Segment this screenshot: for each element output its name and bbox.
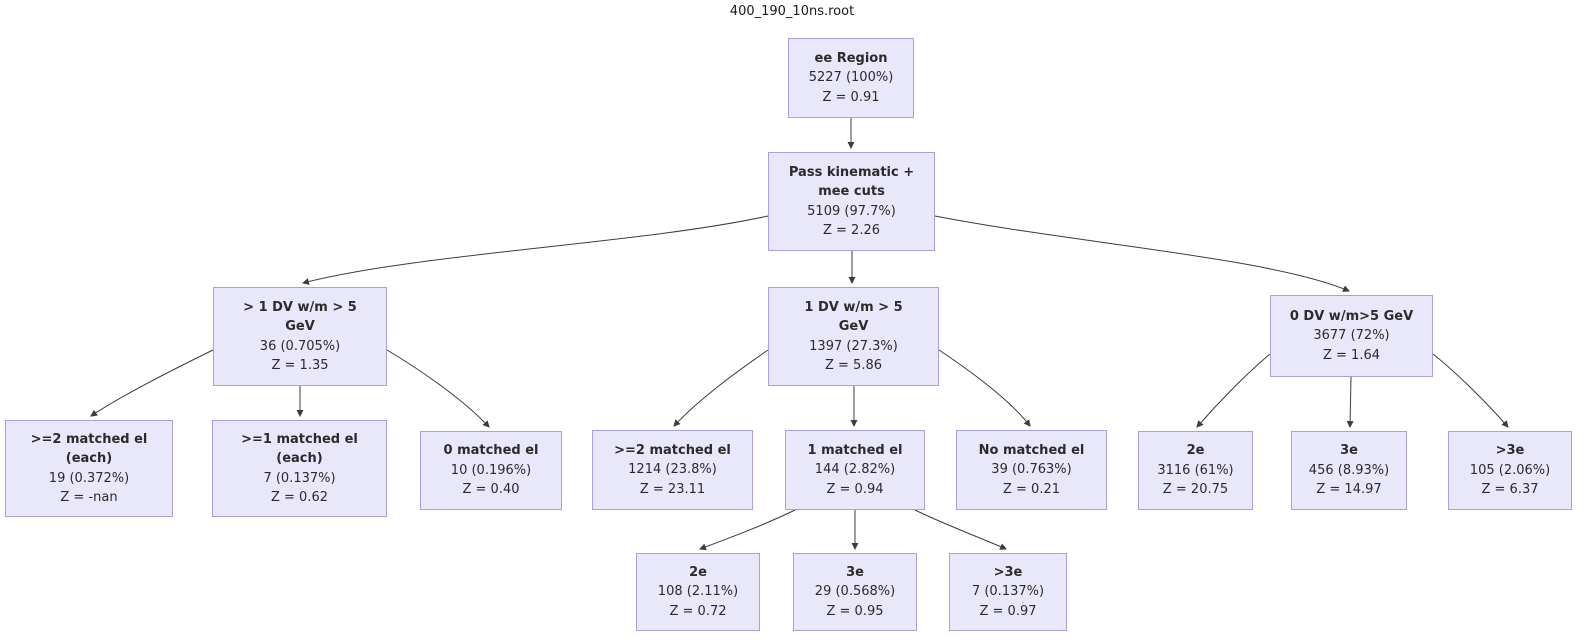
node-0dv-3e: 3e 456 (8.93%) Z = 14.97 xyxy=(1291,431,1407,510)
node-title: 2e xyxy=(1186,443,1205,459)
node-ge2-matched-el-each: >=2 matched el (each) 19 (0.372%) Z = -n… xyxy=(5,420,173,517)
edge-dveq0-rgt3e xyxy=(1432,353,1509,428)
node-count: 29 (0.568%) xyxy=(814,584,896,600)
node-title: 1 matched el xyxy=(807,442,903,458)
node-z-value: Z = 23.11 xyxy=(639,481,706,497)
node-count: 7 (0.137%) xyxy=(263,470,336,486)
edge-match1-b2e xyxy=(699,509,796,551)
node-title: No matched el xyxy=(978,442,1085,458)
node-0-dv: 0 DV w/m>5 GeV 3677 (72%) Z = 1.64 xyxy=(1270,295,1433,377)
node-count: 3677 (72%) xyxy=(1313,328,1390,344)
node-count: 456 (8.93%) xyxy=(1308,462,1390,478)
node-1match-2e: 2e 108 (2.11%) Z = 0.72 xyxy=(636,553,760,631)
edge-dveq0-r2e xyxy=(1196,353,1271,428)
node-0-matched-el: 0 matched el 10 (0.196%) Z = 0.40 xyxy=(420,431,562,510)
node-z-value: Z = 0.62 xyxy=(270,490,328,505)
node-count: 3116 (61%) xyxy=(1157,462,1234,478)
node-z-value: Z = 6.37 xyxy=(1481,482,1539,498)
node-gt1-dv: > 1 DV w/m > 5 GeV 36 (0.705%) Z = 1.35 xyxy=(213,287,387,386)
edge-dvgt1-match0 xyxy=(386,349,490,428)
node-title: > 1 DV w/m > 5 GeV xyxy=(243,299,357,335)
edge-dveq0-r3e xyxy=(1346,376,1354,429)
node-z-value: Z = 0.97 xyxy=(979,603,1037,619)
node-count: 36 (0.705%) xyxy=(259,338,341,354)
node-count: 144 (2.82%) xyxy=(814,462,896,478)
node-count: 1397 (27.3%) xyxy=(809,338,898,354)
node-title: >=2 matched el (each) xyxy=(30,431,148,467)
edge-dveq1-nomatch xyxy=(938,349,1031,427)
node-z-value: Z = 1.64 xyxy=(1322,347,1380,363)
node-0dv-2e: 2e 3116 (61%) Z = 20.75 xyxy=(1138,431,1253,510)
node-z-value: Z = -nan xyxy=(60,490,118,505)
node-title: >=1 matched el (each) xyxy=(241,431,358,467)
node-title: 3e xyxy=(1340,443,1358,459)
node-count: 1214 (23.8%) xyxy=(628,462,717,478)
node-1-dv: 1 DV w/m > 5 GeV 1397 (27.3%) Z = 5.86 xyxy=(768,287,939,386)
node-count: 10 (0.196%) xyxy=(450,462,532,478)
edge-dvgt1-ge2each xyxy=(90,349,214,417)
node-z-value: Z = 0.72 xyxy=(669,603,727,619)
node-ge1-matched-el-each: >=1 matched el (each) 7 (0.137%) Z = 0.6… xyxy=(212,420,387,517)
edge-match1-bgt3e xyxy=(914,509,1007,550)
node-1-matched-el: 1 matched el 144 (2.82%) Z = 0.94 xyxy=(785,430,925,510)
node-z-value: Z = 0.21 xyxy=(1002,481,1060,497)
node-title: >3e xyxy=(993,564,1023,580)
node-title: >=2 matched el xyxy=(614,442,731,458)
node-count: 105 (2.06%) xyxy=(1469,462,1551,478)
node-ee-region: ee Region 5227 (100%) Z = 0.91 xyxy=(788,38,914,118)
node-count: 108 (2.11%) xyxy=(657,584,739,600)
edge-pass-dvgt1 xyxy=(301,215,769,285)
node-1match-gt3e: >3e 7 (0.137%) Z = 0.97 xyxy=(949,553,1067,631)
node-title: Pass kinematic + mee cuts xyxy=(788,164,915,200)
node-title: 3e xyxy=(846,564,864,580)
node-z-value: Z = 20.75 xyxy=(1162,482,1229,498)
node-z-value: Z = 2.26 xyxy=(822,223,880,238)
node-z-value: Z = 0.95 xyxy=(826,603,884,619)
node-z-value: Z = 5.86 xyxy=(824,358,882,373)
node-count: 39 (0.763%) xyxy=(991,462,1072,478)
node-z-value: Z = 0.91 xyxy=(822,89,880,105)
node-pass-kinematic-mee-cuts: Pass kinematic + mee cuts 5109 (97.7%) Z… xyxy=(768,152,935,251)
edge-dveq1-ge2 xyxy=(673,349,769,427)
node-title: >3e xyxy=(1495,443,1525,459)
node-ge2-matched-el: >=2 matched el 1214 (23.8%) Z = 23.11 xyxy=(592,430,753,510)
node-count: 19 (0.372%) xyxy=(48,470,130,486)
edge-pass-dveq0 xyxy=(934,215,1350,292)
node-z-value: Z = 0.40 xyxy=(462,482,520,498)
node-count: 7 (0.137%) xyxy=(971,584,1045,600)
node-no-matched-el: No matched el 39 (0.763%) Z = 0.21 xyxy=(956,430,1107,510)
node-title: 2e xyxy=(689,564,707,580)
node-title: ee Region xyxy=(814,50,888,66)
node-1match-3e: 3e 29 (0.568%) Z = 0.95 xyxy=(793,553,917,631)
node-count: 5227 (100%) xyxy=(808,70,894,86)
node-0dv-gt3e: >3e 105 (2.06%) Z = 6.37 xyxy=(1448,431,1572,510)
node-title: 0 DV w/m>5 GeV xyxy=(1289,308,1414,324)
graph-title: 400_190_10ns.root xyxy=(729,4,855,19)
node-z-value: Z = 0.94 xyxy=(826,481,884,497)
node-title: 0 matched el xyxy=(443,443,539,459)
node-z-value: Z = 1.35 xyxy=(271,358,329,373)
node-title: 1 DV w/m > 5 GeV xyxy=(804,299,903,335)
node-z-value: Z = 14.97 xyxy=(1316,482,1382,498)
node-count: 5109 (97.7%) xyxy=(807,203,896,219)
